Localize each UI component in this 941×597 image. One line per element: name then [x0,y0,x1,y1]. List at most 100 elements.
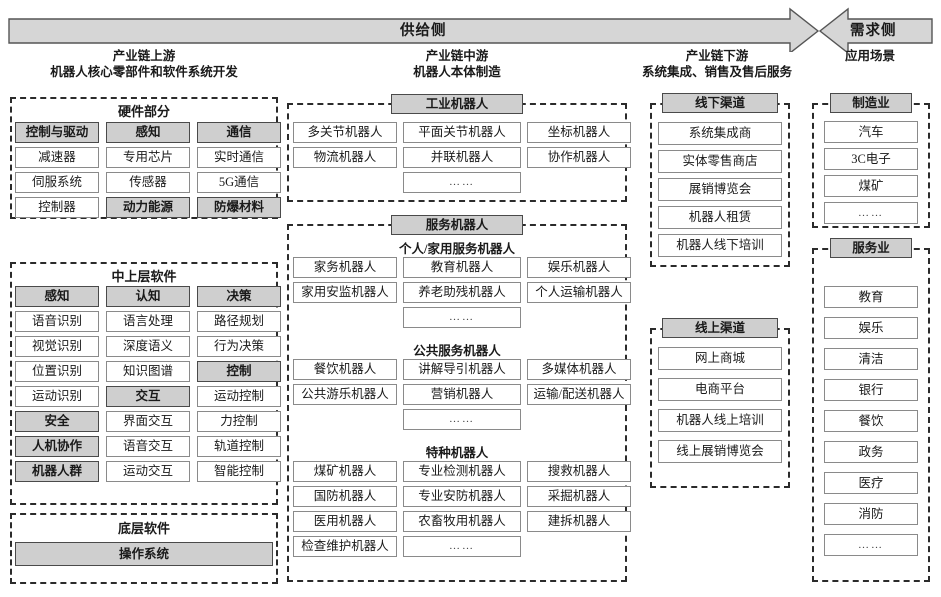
midsoft-cell[interactable]: 决策 [197,286,281,307]
midsoft-cell[interactable]: 运动识别 [15,386,99,407]
midsoft-cell[interactable]: 语音识别 [15,311,99,332]
midsoft-cell[interactable]: 交互 [106,386,190,407]
manufacturing-item[interactable]: 3C电子 [824,148,918,170]
midsoft-cell[interactable]: 知识图谱 [106,361,190,382]
midsoft-cell[interactable]: 人机协作 [15,436,99,457]
services-item[interactable]: 清洁 [824,348,918,370]
industrial-dots-cell[interactable]: …… [403,172,521,193]
lowsoft-group-title: 底层软件 [117,521,170,536]
lowsoft-os-cell[interactable]: 操作系统 [15,542,273,566]
manufacturing-item[interactable]: 汽车 [824,121,918,143]
online-channel-item[interactable]: 机器人线上培训 [658,409,782,432]
hardware-cell[interactable]: 5G通信 [197,172,281,193]
hardware-cell[interactable]: 减速器 [15,147,99,168]
service-cell[interactable]: 家务机器人 [293,257,397,278]
midsoft-cell[interactable]: 行为决策 [197,336,281,357]
service-cell[interactable]: 采掘机器人 [527,486,631,507]
offline-channel-item[interactable]: 实体零售商店 [658,150,782,173]
midsoft-cell[interactable]: 运动交互 [106,461,190,482]
service-cell[interactable]: 搜救机器人 [527,461,631,482]
midsoft-cell[interactable]: 运动控制 [197,386,281,407]
hardware-cell[interactable]: 通信 [197,122,281,143]
service-cell[interactable]: 建拆机器人 [527,511,631,532]
midsoft-cell[interactable]: 语音交互 [106,436,190,457]
industrial-cell[interactable]: 物流机器人 [293,147,397,168]
hardware-cell[interactable]: 动力能源 [106,197,190,218]
midsoft-cell[interactable]: 轨道控制 [197,436,281,457]
services-title-badge[interactable]: 服务业 [830,238,912,258]
midsoft-cell[interactable]: 视觉识别 [15,336,99,357]
hardware-cell[interactable]: 专用芯片 [106,147,190,168]
service-cell[interactable]: 家用安监机器人 [293,282,397,303]
service-dots-cell[interactable]: …… [403,536,521,557]
midsoft-cell[interactable]: 控制 [197,361,281,382]
online-channel-item[interactable]: 线上展销博览会 [658,440,782,463]
service-cell[interactable]: 餐饮机器人 [293,359,397,380]
online-channel-item[interactable]: 网上商城 [658,347,782,370]
offline-channel-item[interactable]: 机器人线下培训 [658,234,782,257]
midsoft-cell[interactable]: 认知 [106,286,190,307]
hardware-cell[interactable]: 伺服系统 [15,172,99,193]
manufacturing-title-badge[interactable]: 制造业 [830,93,912,113]
service-group-title-badge[interactable]: 服务机器人 [391,215,523,235]
services-item[interactable]: 娱乐 [824,317,918,339]
service-cell[interactable]: 农畜牧用机器人 [403,511,521,532]
manufacturing-item[interactable]: …… [824,202,918,224]
service-cell[interactable]: 娱乐机器人 [527,257,631,278]
service-cell[interactable]: 公共游乐机器人 [293,384,397,405]
hardware-cell[interactable]: 感知 [106,122,190,143]
midsoft-cell[interactable]: 智能控制 [197,461,281,482]
hardware-cell[interactable]: 实时通信 [197,147,281,168]
hardware-cell[interactable]: 传感器 [106,172,190,193]
service-cell[interactable]: 营销机器人 [403,384,521,405]
service-dots-cell[interactable]: …… [403,307,521,328]
services-item[interactable]: 消防 [824,503,918,525]
service-cell[interactable]: 养老助残机器人 [403,282,521,303]
services-item[interactable]: 政务 [824,441,918,463]
service-cell[interactable]: 讲解导引机器人 [403,359,521,380]
service-cell[interactable]: 医用机器人 [293,511,397,532]
online-channel-title-badge[interactable]: 线上渠道 [662,318,778,338]
services-item[interactable]: 银行 [824,379,918,401]
industrial-group-title-badge[interactable]: 工业机器人 [391,94,523,114]
service-cell[interactable]: 煤矿机器人 [293,461,397,482]
service-cell[interactable]: 多媒体机器人 [527,359,631,380]
industrial-cell[interactable]: 协作机器人 [527,147,631,168]
offline-channel-item[interactable]: 系统集成商 [658,122,782,145]
industrial-cell[interactable]: 多关节机器人 [293,122,397,143]
services-item[interactable]: 餐饮 [824,410,918,432]
midsoft-cell[interactable]: 深度语义 [106,336,190,357]
service-cell[interactable]: 个人运输机器人 [527,282,631,303]
service-cell[interactable]: 国防机器人 [293,486,397,507]
midsoft-cell[interactable]: 位置识别 [15,361,99,382]
service-cell[interactable]: 运输/配送机器人 [527,384,631,405]
industrial-cell[interactable]: 平面关节机器人 [403,122,521,143]
midsoft-cell[interactable]: 机器人群 [15,461,99,482]
midstream-caption-line2: 机器人本体制造 [413,65,501,79]
midsoft-cell[interactable]: 路径规划 [197,311,281,332]
service-cell[interactable]: 检查维护机器人 [293,536,397,557]
offline-channel-item[interactable]: 机器人租赁 [658,206,782,229]
midsoft-cell[interactable]: 感知 [15,286,99,307]
services-item[interactable]: …… [824,534,918,556]
midsoft-cell[interactable]: 界面交互 [106,411,190,432]
industrial-cell[interactable]: 坐标机器人 [527,122,631,143]
services-item[interactable]: 医疗 [824,472,918,494]
hardware-cell[interactable]: 控制与驱动 [15,122,99,143]
offline-channel-item[interactable]: 展销博览会 [658,178,782,201]
service-cell[interactable]: 专业检测机器人 [403,461,521,482]
service-dots-cell[interactable]: …… [403,409,521,430]
offline-channel-title-badge[interactable]: 线下渠道 [662,93,778,113]
online-channel-item[interactable]: 电商平台 [658,378,782,401]
midsoft-cell[interactable]: 语言处理 [106,311,190,332]
manufacturing-item[interactable]: 煤矿 [824,175,918,197]
services-item[interactable]: 教育 [824,286,918,308]
industrial-cell[interactable]: 并联机器人 [403,147,521,168]
hardware-cell[interactable]: 防爆材料 [197,197,281,218]
midsoft-cell[interactable]: 安全 [15,411,99,432]
midsoft-cell[interactable]: 力控制 [197,411,281,432]
upstream-caption-line1: 产业链上游 [112,49,176,63]
hardware-cell[interactable]: 控制器 [15,197,99,218]
service-cell[interactable]: 专业安防机器人 [403,486,521,507]
service-cell[interactable]: 教育机器人 [403,257,521,278]
